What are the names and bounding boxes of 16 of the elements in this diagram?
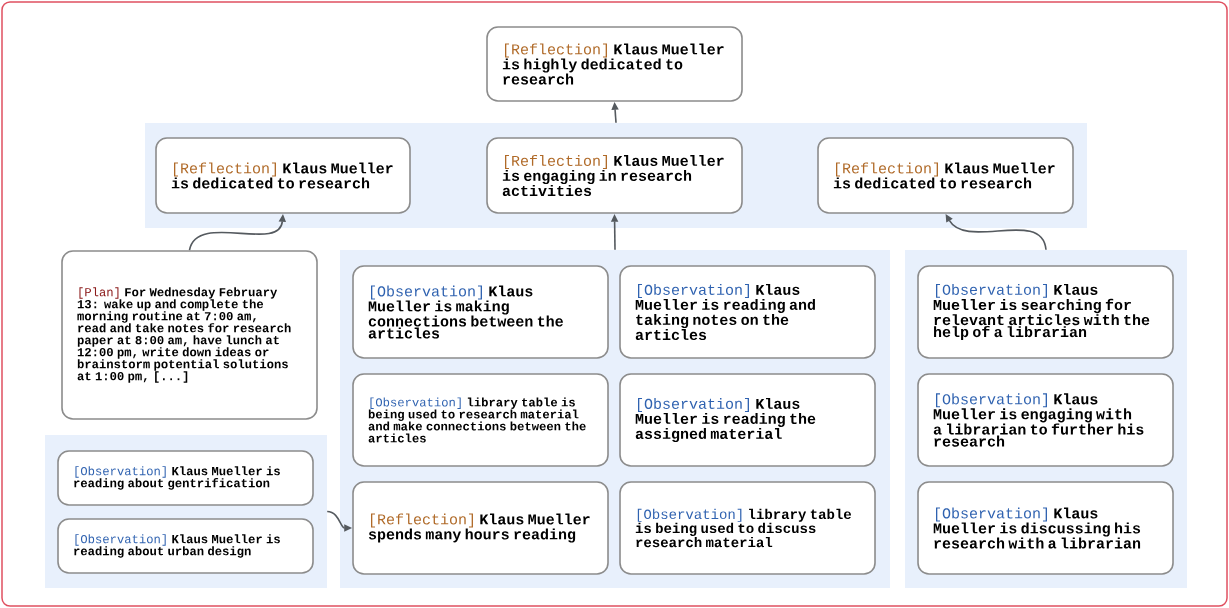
text-box: [Observation] Klaus Mueller is discussing his research with a librarian xyxy=(917,481,1174,575)
text-box: [Reflection] Klaus Mueller is dedicated to research xyxy=(817,137,1074,214)
text-box: [Reflection] Klaus Mueller is dedicated to research xyxy=(155,137,411,214)
text-box: [Observation] Klaus Mueller is searching for relevant articles with the help of a librarian xyxy=(917,265,1174,359)
text-box: [Observation] Klaus Mueller is engaging with a librarian to further his research xyxy=(917,373,1174,467)
text-box: [Observation] library table is being used to research material and make connections between the articles xyxy=(352,373,609,467)
text-box: [Reflection] Klaus Mueller is engaging in research activities xyxy=(486,137,743,214)
text-box: [Observation] Klaus Mueller is making connections between the articles xyxy=(352,265,609,359)
text-box: [Observation] Klaus Mueller is reading about gentrification xyxy=(57,450,314,506)
text-box: [Observation] library table is being used to discuss research material xyxy=(619,481,876,575)
text-box: [Reflection] Klaus Mueller is highly dedicated to research xyxy=(486,26,743,102)
text-box: [Observation] Klaus Mueller is reading about urban design xyxy=(57,518,314,574)
text-box: [Reflection] Klaus Mueller spends many hours reading xyxy=(352,481,609,575)
text-box: [Observation] Klaus Mueller is reading and taking notes on the articles xyxy=(619,265,876,359)
text-box: [Plan] For Wednesday February 13: wake up and complete the morning routine at 7:00 am, read and take notes for research paper at 8:00 am, have lunch at 12:00 pm, write down ideas or brainstorm potential solutions at 1:00 pm, [...] xyxy=(61,250,318,420)
text-box: [Observation] Klaus Mueller is reading the assigned material xyxy=(619,373,876,467)
